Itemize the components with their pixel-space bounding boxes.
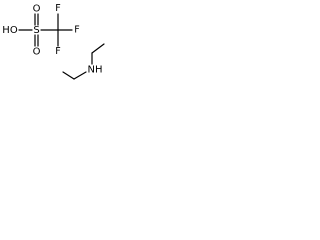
triflic-acid-molecule: HO S O O F F F	[2, 3, 79, 58]
chemical-structure-diagram: HO S O O F F F NH	[2, 3, 105, 80]
bond-ethyl-upper-cc	[91, 43, 105, 54]
atom-fluorine-top: F	[55, 3, 60, 14]
diethylamine-molecule: NH	[62, 43, 105, 80]
atom-oxygen-bottom: O	[33, 47, 41, 58]
atom-sulfur: S	[33, 25, 39, 36]
bond-n-ethyl-lower	[73, 71, 87, 80]
atom-fluorine-right: F	[74, 25, 79, 36]
bond-ethyl-lower-cc	[62, 71, 75, 80]
atom-hydroxyl: HO	[2, 25, 18, 36]
atom-fluorine-bottom: F	[55, 46, 60, 57]
atom-nitrogen: NH	[88, 65, 103, 76]
atom-oxygen-top: O	[33, 4, 41, 15]
